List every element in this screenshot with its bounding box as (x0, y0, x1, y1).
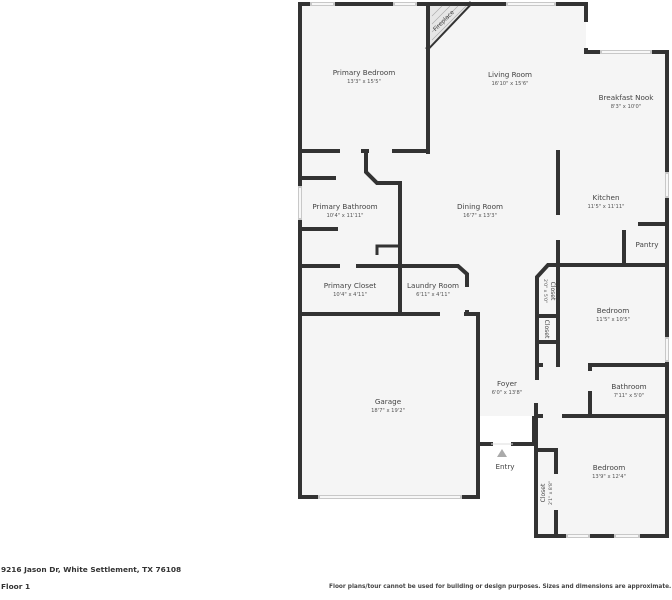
room-dims-breakfast-nook: 8'3" x 10'0" (611, 104, 642, 110)
room-name-bedroom-1: Bedroom (597, 306, 630, 315)
room-name-garage: Garage (375, 397, 402, 406)
room-dims-dining-room: 16'7" x 13'3" (463, 213, 497, 219)
floor-label: Floor 1 (1, 582, 31, 591)
room-dims-living-room: 16'10" x 15'6" (491, 81, 528, 87)
room-name-primary-closet: Primary Closet (324, 281, 377, 290)
room-name-bedroom-2: Bedroom (593, 463, 626, 472)
property-address: 9216 Jason Dr, White Settlement, TX 7610… (1, 565, 182, 574)
room-name-laundry-room: Laundry Room (407, 281, 459, 290)
entry-label: Entry (495, 462, 515, 471)
exterior-walls (298, 2, 669, 538)
room-name-living-room: Living Room (488, 70, 532, 79)
room-name-closet-3: Closet (540, 483, 547, 502)
entry-arrow-icon (497, 449, 507, 457)
disclaimer: Floor plans/tour cannot be used for buil… (329, 584, 672, 590)
room-name-primary-bedroom: Primary Bedroom (333, 68, 396, 77)
room-name-dining-room: Dining Room (457, 202, 503, 211)
room-dims-primary-closet: 10'4" x 4'11" (333, 292, 367, 298)
fireplace-hatch (430, 5, 468, 46)
room-name-pantry: Pantry (636, 240, 660, 249)
room-name-breakfast-nook: Breakfast Nook (599, 93, 655, 102)
floor-fills (300, 4, 667, 536)
room-dims-foyer: 6'0" x 13'8" (492, 390, 523, 396)
room-name-closet-1: Closet (549, 282, 556, 301)
room-name-bathroom: Bathroom (611, 382, 646, 391)
room-dims-bedroom-1: 11'5" x 10'5" (596, 317, 630, 323)
room-dims-closet-1: 2'0" x 5'0" (542, 279, 548, 303)
room-name-foyer: Foyer (497, 379, 517, 388)
room-dims-primary-bathroom: 10'4" x 11'11" (326, 213, 363, 219)
room-dims-bathroom: 7'11" x 5'0" (614, 393, 645, 399)
room-dims-closet-3: 2'1" x 8'8" (548, 481, 554, 505)
room-name-primary-bathroom: Primary Bathroom (312, 202, 377, 211)
interior-walls (298, 1, 669, 538)
room-dims-primary-bedroom: 13'3" x 15'5" (347, 79, 381, 85)
room-dims-bedroom-2: 13'9" x 12'4" (592, 474, 626, 480)
room-name-closet-2: Closet (543, 320, 550, 339)
room-dims-kitchen: 11'5" x 11'11" (587, 204, 624, 210)
room-dims-laundry-room: 6'11" x 4'11" (416, 292, 450, 298)
room-dims-garage: 18'7" x 19'2" (371, 408, 405, 414)
room-name-kitchen: Kitchen (592, 193, 619, 202)
windows (298, 2, 669, 538)
